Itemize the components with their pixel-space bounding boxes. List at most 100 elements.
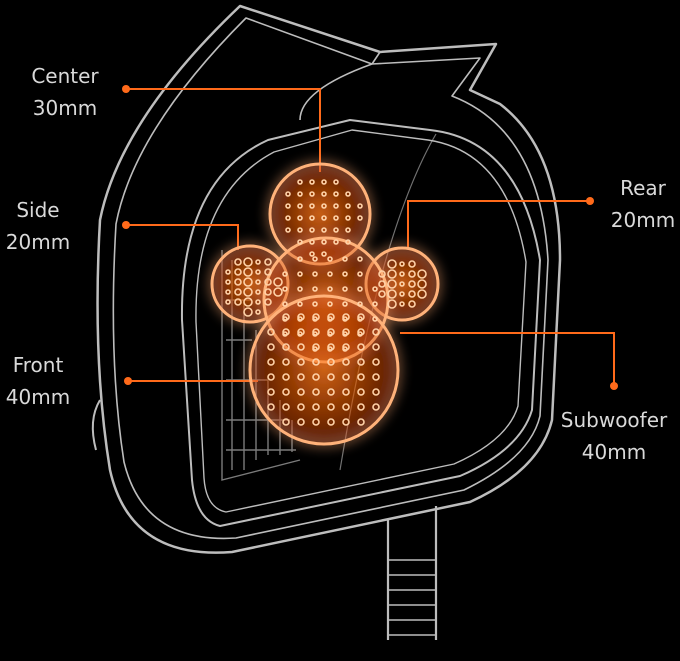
perforation-hole <box>297 203 303 209</box>
perforation-hole <box>282 343 290 351</box>
perforation-hole <box>234 278 242 286</box>
perforation-hole <box>282 286 288 292</box>
perforation-hole <box>264 278 272 286</box>
perforation-hole <box>399 301 405 307</box>
perforation-hole <box>297 286 303 292</box>
subwoofer-name: Subwoofer <box>560 408 668 432</box>
perforation-hole <box>333 227 339 233</box>
perforation-hole <box>255 259 261 265</box>
perforation-hole <box>321 239 327 245</box>
perforation-hole <box>321 203 327 209</box>
perforation-hole <box>264 258 272 266</box>
center-name: Center <box>31 64 99 88</box>
perforation-hole <box>342 256 348 262</box>
perforation-hole <box>297 179 303 185</box>
perforation-hole <box>225 279 231 285</box>
perforation-hole <box>387 269 397 279</box>
perforation-hole <box>417 289 427 299</box>
perforation-hole <box>297 227 303 233</box>
perforation-hole <box>357 343 365 351</box>
perforation-hole <box>297 239 303 245</box>
perforation-hole <box>342 286 348 292</box>
perforation-hole <box>282 418 290 426</box>
perforation-hole <box>285 215 291 221</box>
perforation-hole <box>342 388 350 396</box>
perforation-hole <box>327 313 335 321</box>
perforation-hole <box>255 269 261 275</box>
perforation-hole <box>327 301 333 307</box>
perforation-hole <box>342 418 350 426</box>
perforation-hole <box>372 403 380 411</box>
perforation-hole <box>243 297 253 307</box>
perforation-hole <box>345 227 351 233</box>
perforation-hole <box>357 301 363 307</box>
perforation-hole <box>327 256 333 262</box>
perforation-hole <box>312 286 318 292</box>
perforation-hole <box>417 279 427 289</box>
perforation-hole <box>312 271 318 277</box>
perforation-hole <box>417 269 427 279</box>
perforation-hole <box>273 277 283 287</box>
perforation-hole <box>357 215 363 221</box>
perforation-hole <box>297 191 303 197</box>
perforation-hole <box>345 191 351 197</box>
perforation-hole <box>378 290 386 298</box>
driver-perforations <box>225 179 427 426</box>
perforation-hole <box>285 227 291 233</box>
perforation-hole <box>372 286 378 292</box>
center-dot <box>122 85 130 93</box>
side-label: Side 20mm <box>0 194 76 258</box>
front-driver <box>248 294 400 446</box>
perforation-hole <box>273 287 283 297</box>
perforation-hole <box>267 403 275 411</box>
perforation-hole <box>378 280 386 288</box>
perforation-hole <box>327 388 335 396</box>
perforation-hole <box>321 191 327 197</box>
perforation-hole <box>267 328 275 336</box>
perforation-hole <box>309 239 315 245</box>
perforation-hole <box>387 299 397 309</box>
front-name: Front <box>12 353 64 377</box>
perforation-hole <box>327 328 335 336</box>
side-size: 20mm <box>5 230 71 254</box>
perforation-hole <box>357 313 365 321</box>
rear-dot <box>586 197 594 205</box>
connector-lines <box>126 88 615 386</box>
perforation-hole <box>312 328 320 336</box>
perforation-hole <box>297 343 305 351</box>
perforation-hole <box>408 290 416 298</box>
perforation-hole <box>255 279 261 285</box>
perforation-hole <box>243 287 253 297</box>
perforation-hole <box>267 373 275 381</box>
perforation-hole <box>357 203 363 209</box>
perforation-hole <box>243 307 253 317</box>
perforation-hole <box>342 313 350 321</box>
perforation-hole <box>264 298 272 306</box>
perforation-hole <box>312 418 320 426</box>
perforation-hole <box>333 203 339 209</box>
perforation-hole <box>333 239 339 245</box>
perforation-hole <box>285 203 291 209</box>
perforation-hole <box>342 271 348 277</box>
perforation-hole <box>282 271 288 277</box>
perforation-hole <box>255 299 261 305</box>
perforation-hole <box>297 271 303 277</box>
perforation-hole <box>357 388 365 396</box>
perforation-hole <box>234 268 242 276</box>
perforation-hole <box>309 215 315 221</box>
perforation-hole <box>372 373 380 381</box>
perforation-hole <box>297 328 305 336</box>
perforation-hole <box>297 373 305 381</box>
center-size: 30mm <box>32 96 98 120</box>
perforation-hole <box>297 358 305 366</box>
perforation-hole <box>408 260 416 268</box>
perforation-hole <box>312 358 320 366</box>
perforation-hole <box>312 403 320 411</box>
perforation-hole <box>321 251 327 257</box>
perforation-hole <box>372 343 380 351</box>
side-dot <box>122 221 130 229</box>
perforation-hole <box>357 418 365 426</box>
rear-size: 20mm <box>610 208 676 232</box>
perforation-hole <box>399 271 405 277</box>
